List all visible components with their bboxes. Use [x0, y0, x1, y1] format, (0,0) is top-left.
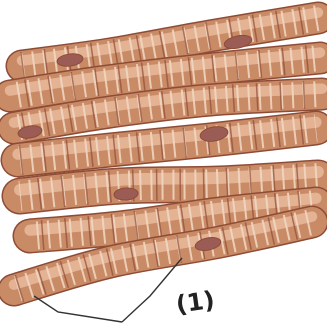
muscle-fiber-bundle — [10, 13, 322, 290]
figure-label: (1) — [174, 286, 216, 319]
leader-line — [34, 296, 122, 322]
